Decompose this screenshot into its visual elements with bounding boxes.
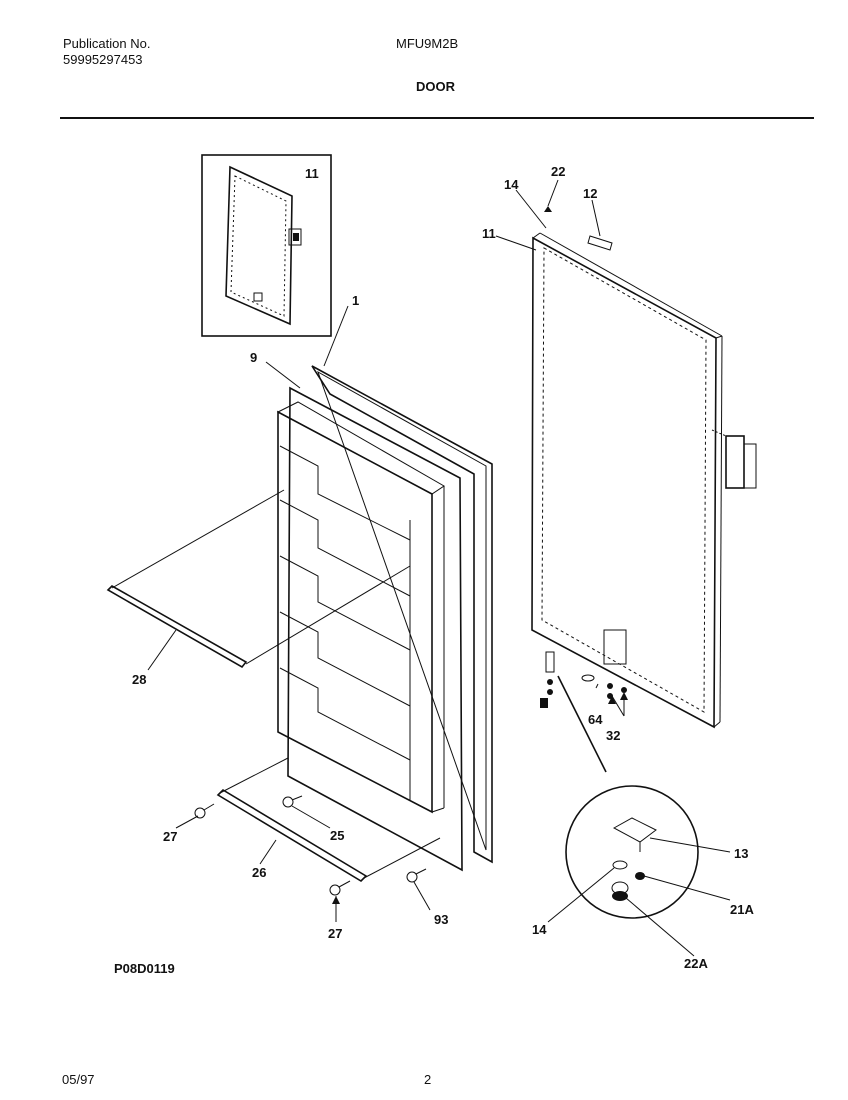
footer-date: 05/97 — [62, 1072, 95, 1087]
label-32: 32 — [606, 728, 620, 743]
model-number: MFU9M2B — [396, 36, 459, 51]
section-title: DOOR — [416, 79, 455, 94]
outer-door-panel — [531, 232, 757, 729]
label-25: 25 — [330, 828, 344, 843]
label-22a: 22A — [684, 956, 708, 971]
label-14-top: 14 — [504, 177, 519, 192]
label-93: 93 — [434, 912, 448, 927]
page-number: 2 — [424, 1072, 432, 1087]
label-64: 64 — [588, 712, 603, 727]
label-22: 22 — [551, 164, 565, 179]
label-11-inset: 11 — [305, 166, 319, 181]
label-27-upper: 27 — [163, 829, 177, 844]
screw-27-upper — [194, 803, 215, 819]
label-27-lower: 27 — [328, 926, 342, 941]
label-12: 12 — [583, 186, 597, 201]
leader-lines — [147, 179, 731, 957]
label-14-detail: 14 — [532, 922, 547, 937]
shelf-bar-26 — [216, 757, 441, 883]
shelf-bar-28 — [106, 489, 411, 669]
label-21a: 21A — [730, 902, 754, 917]
screw-25 — [282, 795, 303, 808]
hinge-stack — [540, 651, 627, 773]
label-26: 26 — [252, 865, 266, 880]
hinge-detail-circle — [565, 785, 699, 919]
label-1: 1 — [352, 293, 359, 308]
screw-27-lower — [329, 880, 351, 896]
publication-label: Publication No. — [63, 36, 151, 51]
label-9: 9 — [250, 350, 257, 365]
inset-gasket-view — [201, 154, 332, 337]
screw-93 — [406, 868, 427, 883]
header-rule — [60, 117, 814, 119]
inner-door-liner — [276, 365, 493, 872]
diagram-code: P08D0119 — [114, 961, 175, 976]
label-13: 13 — [734, 846, 748, 861]
publication-number: 59995297453 — [63, 52, 143, 67]
label-11-panel: 11 — [482, 226, 496, 241]
label-28: 28 — [132, 672, 146, 687]
